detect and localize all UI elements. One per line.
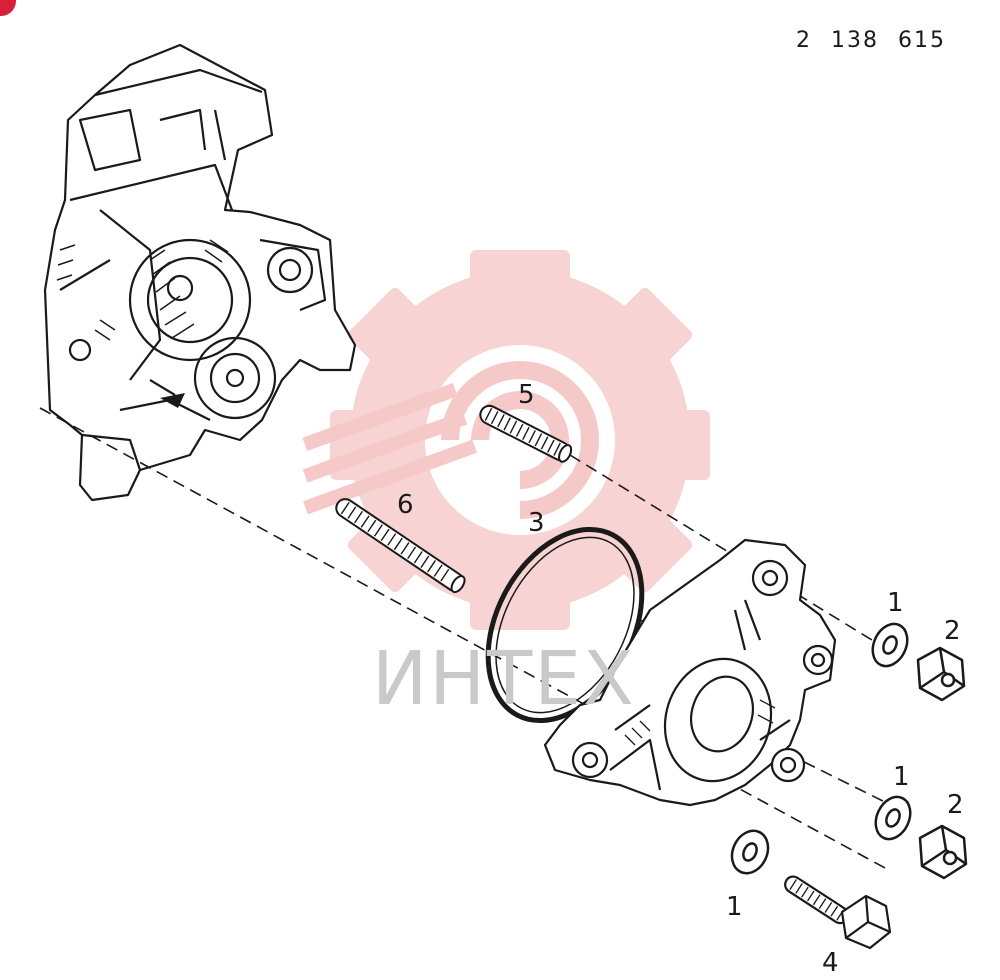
- nut-part-2-lower: [918, 824, 968, 880]
- washer-part-1-lower: [730, 829, 770, 875]
- callout-2-lower: 2: [947, 790, 964, 820]
- washer-part-1-middle: [874, 795, 912, 841]
- stud-part-6: [335, 498, 466, 594]
- watermark-text: ИНТЕХ: [372, 636, 636, 722]
- callout-1-upper: 1: [887, 588, 904, 618]
- callout-1-middle: 1: [893, 762, 910, 792]
- callout-4: 4: [822, 948, 839, 978]
- watermark-stripes: [302, 383, 477, 515]
- nut-part-2-upper: [916, 646, 966, 702]
- washer-part-1-upper: [871, 622, 909, 668]
- bolt-part-4: [784, 875, 892, 950]
- pump-housing-texture: [624, 699, 776, 746]
- callout-3: 3: [528, 508, 545, 538]
- engine-block: [43, 43, 357, 502]
- stud-part-5: [479, 404, 573, 463]
- callout-6: 6: [397, 490, 414, 520]
- callout-1-lower: 1: [726, 892, 743, 922]
- engine-texture: [56, 239, 229, 341]
- drawing-number: 2 138 615: [796, 28, 946, 53]
- callout-2-upper: 2: [944, 616, 961, 646]
- pump-housing: [543, 538, 837, 807]
- callout-5: 5: [518, 380, 535, 410]
- assembly-arrow-icon: [160, 393, 185, 408]
